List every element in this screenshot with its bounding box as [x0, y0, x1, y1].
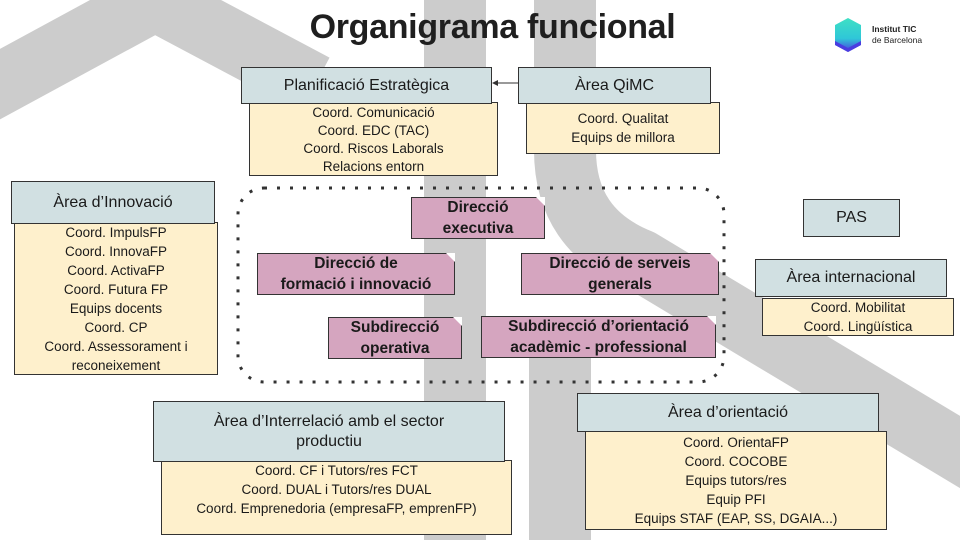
- subdireccio-operativa: Subdirecció operativa: [328, 317, 462, 359]
- innovacio-items: Coord. ImpulsFP Coord. InnovaFP Coord. A…: [14, 222, 218, 375]
- list-item: Coord. Qualitat: [577, 111, 669, 126]
- orientacio-items: Coord. OrientaFP Coord. COCOBE Equips tu…: [585, 431, 887, 530]
- subdireccio-orientacio: Subdirecció d’orientació acadèmic - prof…: [481, 316, 716, 358]
- area-title: Planificació Estratègica: [283, 76, 450, 94]
- direction-line: Direcció de serveis: [549, 255, 691, 272]
- qimc-header: Àrea QiMC: [518, 67, 711, 104]
- list-item: Coord. Mobilitat: [810, 300, 906, 315]
- list-item: Coord. Emprenedoria (empresaFP, emprenFP…: [196, 501, 477, 516]
- list-item: Coord. Futura FP: [63, 282, 169, 297]
- planificacio-items: Coord. Comunicació Coord. EDC (TAC) Coor…: [249, 102, 498, 176]
- list-item: Equips de millora: [571, 130, 675, 145]
- internacional-header: Àrea internacional: [755, 259, 947, 297]
- direction-line: formació i innovació: [280, 276, 432, 293]
- hexagon-logo-icon: [835, 18, 861, 52]
- direccio-serveis-generals: Direcció de serveis generals: [521, 253, 719, 295]
- direccio-formacio-innovacio: Direcció de formació i innovació: [257, 253, 455, 295]
- list-item: Equip PFI: [706, 492, 766, 507]
- list-item: Coord. Riscos Laborals: [303, 141, 444, 156]
- list-item: Coord. Comunicació: [312, 105, 435, 120]
- page-title: Organigrama funcional: [309, 8, 676, 46]
- direction-line: Subdirecció: [350, 319, 440, 336]
- list-item: Coord. CP: [84, 320, 148, 335]
- list-item: Coord. Lingüística: [803, 319, 913, 334]
- list-item: Equips docents: [69, 301, 163, 316]
- direction-line: generals: [588, 276, 652, 293]
- orientacio-header: Àrea d’orientació: [577, 393, 879, 432]
- list-item: Coord. Assessorament i: [44, 339, 188, 354]
- list-item: Coord. EDC (TAC): [317, 123, 430, 138]
- list-item: Coord. COCOBE: [684, 454, 788, 469]
- logo-line1: Institut TIC: [872, 24, 917, 34]
- logo-text: Institut TIC de Barcelona: [872, 24, 922, 46]
- list-item: Coord. ImpulsFP: [65, 225, 167, 240]
- pas-box: PAS: [803, 199, 900, 237]
- qimc-items: Coord. Qualitat Equips de millora: [526, 102, 720, 154]
- list-item: reconeixement: [71, 358, 161, 373]
- direction-line: operativa: [360, 340, 430, 357]
- area-title: Àrea internacional: [786, 269, 916, 286]
- area-title: Àrea d’orientació: [667, 403, 789, 421]
- list-item: Coord. CF i Tutors/res FCT: [255, 463, 418, 478]
- list-item: Equips tutors/res: [685, 473, 787, 488]
- direction-line: Direcció: [447, 199, 509, 216]
- list-item: Relacions entorn: [322, 159, 425, 174]
- direction-line: acadèmic - professional: [510, 339, 687, 356]
- area-title: Àrea d’Innovació: [53, 193, 173, 211]
- area-title-line: productiu: [296, 432, 362, 450]
- area-title: PAS: [836, 209, 867, 226]
- interrelacio-header: Àrea d’Interrelació amb el sector produc…: [153, 401, 505, 462]
- internacional-items: Coord. Mobilitat Coord. Lingüística: [762, 298, 954, 336]
- list-item: Coord. DUAL i Tutors/res DUAL: [241, 482, 432, 497]
- list-item: Equips STAF (EAP, SS, DGAIA...): [634, 511, 838, 526]
- direction-line: executiva: [442, 220, 514, 237]
- direccio-executiva: Direcció executiva: [411, 197, 545, 239]
- interrelacio-items: Coord. CF i Tutors/res FCT Coord. DUAL i…: [161, 460, 512, 535]
- area-title: Àrea QiMC: [574, 76, 655, 94]
- bg-chevron-shape: [0, 0, 330, 120]
- list-item: Coord. OrientaFP: [683, 435, 789, 450]
- direction-line: Subdirecció d’orientació: [508, 318, 689, 335]
- list-item: Coord. InnovaFP: [64, 244, 168, 259]
- area-title-line: Àrea d’Interrelació amb el sector: [213, 412, 445, 430]
- connector-arrow: [492, 80, 518, 86]
- direction-line: Direcció de: [314, 255, 398, 272]
- list-item: Coord. ActivaFP: [67, 263, 165, 278]
- institution-logo: Institut TIC de Barcelona: [834, 16, 954, 54]
- planificacio-header: Planificació Estratègica: [241, 67, 492, 104]
- innovacio-header: Àrea d’Innovació: [11, 181, 215, 224]
- logo-line2: de Barcelona: [872, 35, 923, 45]
